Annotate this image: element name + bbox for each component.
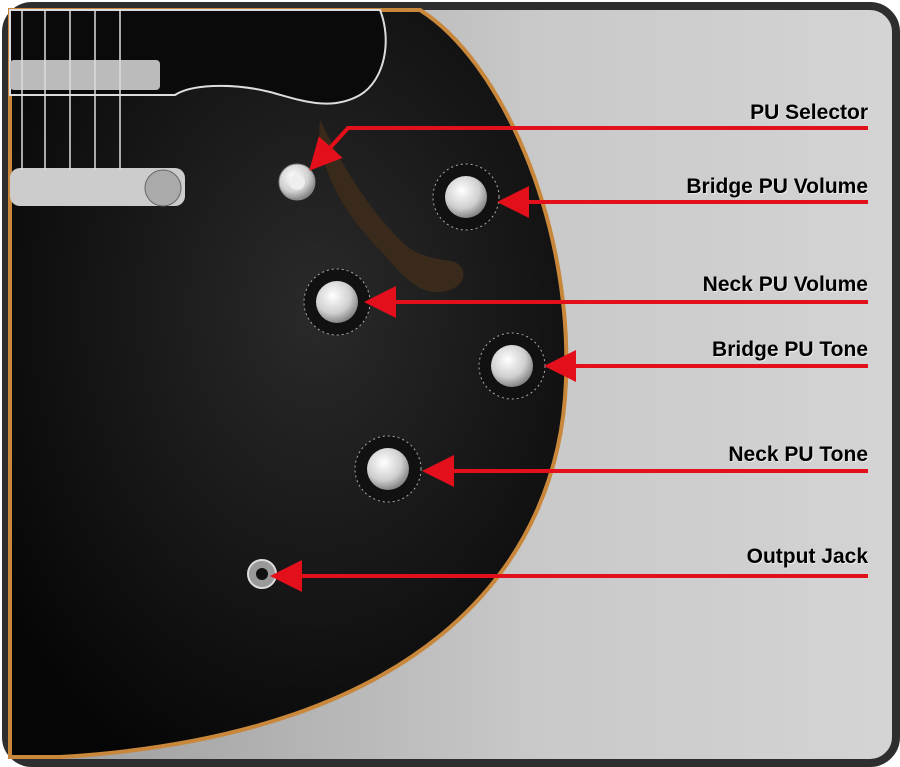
- label-bridge-pu-volume: Bridge PU Volume: [686, 175, 868, 198]
- bridge-tone-knob: [478, 332, 546, 400]
- neck-tone-knob: [354, 435, 422, 503]
- label-output-jack: Output Jack: [746, 545, 868, 568]
- bridge-volume-knob: [432, 163, 500, 231]
- guitar-body: [8, 8, 569, 759]
- f-hole: [319, 120, 464, 293]
- bridge: [10, 10, 185, 207]
- label-neck-pu-tone: Neck PU Tone: [728, 443, 868, 466]
- arrow-pu-selector: [309, 126, 868, 171]
- pu-selector-switch: [278, 163, 316, 201]
- neck-volume-knob: [303, 268, 371, 336]
- output-jack: [247, 559, 277, 589]
- label-bridge-pu-tone: Bridge PU Tone: [712, 338, 868, 361]
- label-neck-pu-volume: Neck PU Volume: [702, 273, 868, 296]
- arrows: [270, 126, 868, 592]
- label-pu-selector: PU Selector: [750, 101, 868, 124]
